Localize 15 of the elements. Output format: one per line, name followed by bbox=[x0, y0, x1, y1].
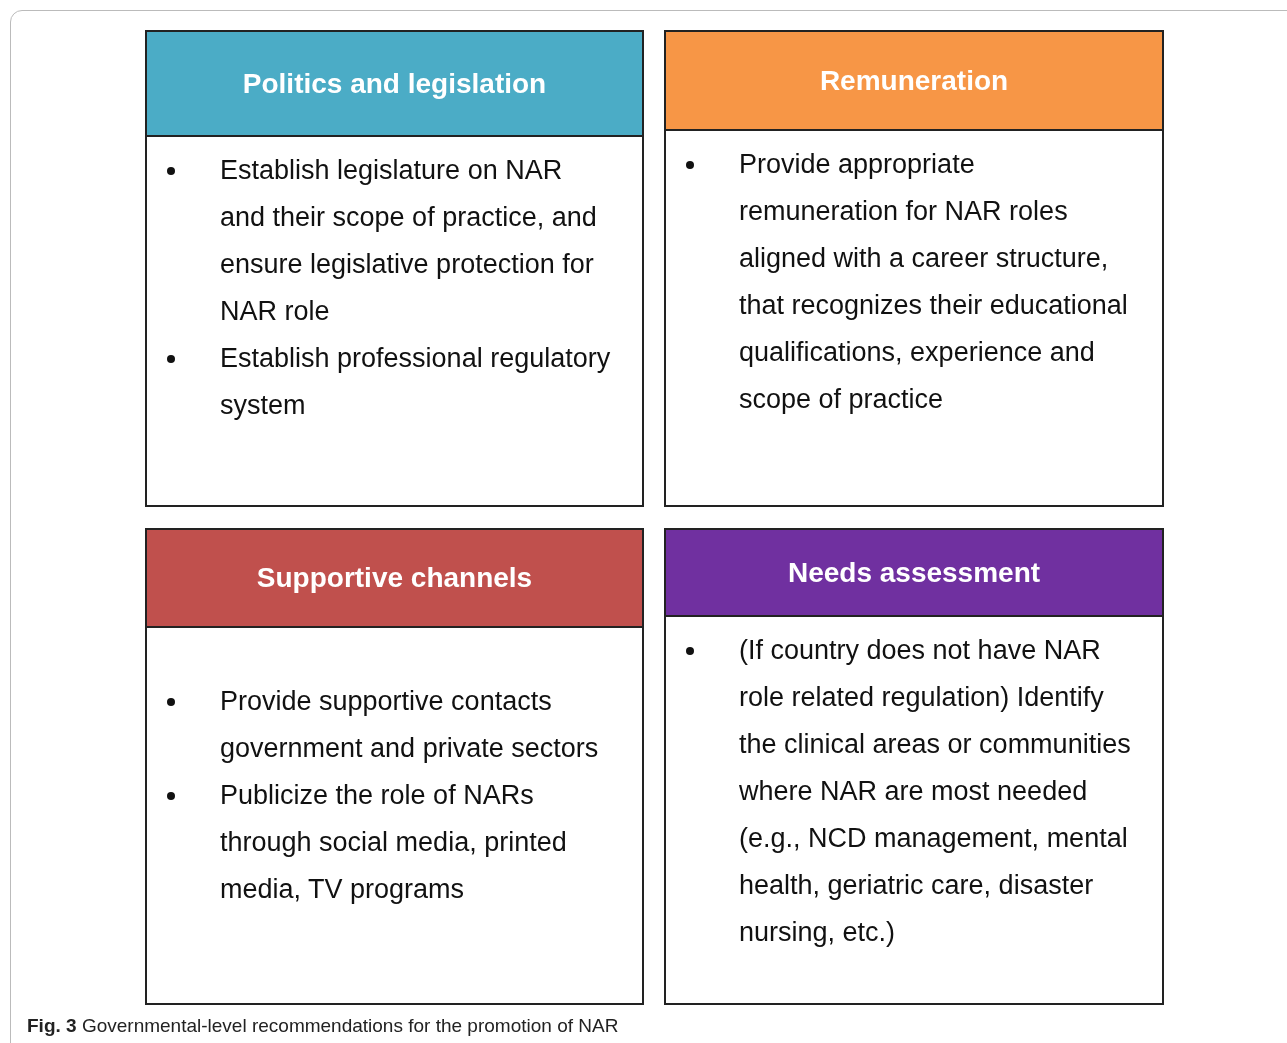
panel-title: Needs assessment bbox=[787, 556, 1041, 589]
bullet-text: Provide supportive contacts government and private sectors bbox=[220, 685, 600, 765]
recommendation-panel bbox=[145, 30, 644, 507]
panel-title: Politics and legislation bbox=[242, 67, 547, 100]
panel-title: Supportive channels bbox=[256, 562, 533, 594]
figure-caption: Fig. 3 Governmental-level recommendations for the promotion of NAR bbox=[27, 1015, 619, 1037]
bullet-text: Establish legislature on NAR and their scope of practice, and ensure legislative protection for NAR role bbox=[220, 154, 598, 328]
bullet-text: Establish professional regulatory system bbox=[220, 342, 612, 422]
recommendation-panel bbox=[145, 528, 644, 1005]
bullet-text: (If country does not have NAR role related regulation) Identify the clinical areas or communities where NAR are most needed (e.g., NCD management, mental health, geriatric care, disaster nursing, etc.) bbox=[739, 634, 1132, 949]
recommendation-panel bbox=[664, 30, 1164, 507]
bullet-text: Publicize the role of NARs through social media, printed media, TV programs bbox=[220, 779, 568, 906]
bullet-text: Provide appropriate remuneration for NAR roles aligned with a career structure, that recognizes their educational qualifications, experience and scope of practice bbox=[739, 148, 1129, 416]
recommendation-panel bbox=[664, 528, 1164, 1005]
panel-title: Remuneration bbox=[819, 64, 1009, 97]
